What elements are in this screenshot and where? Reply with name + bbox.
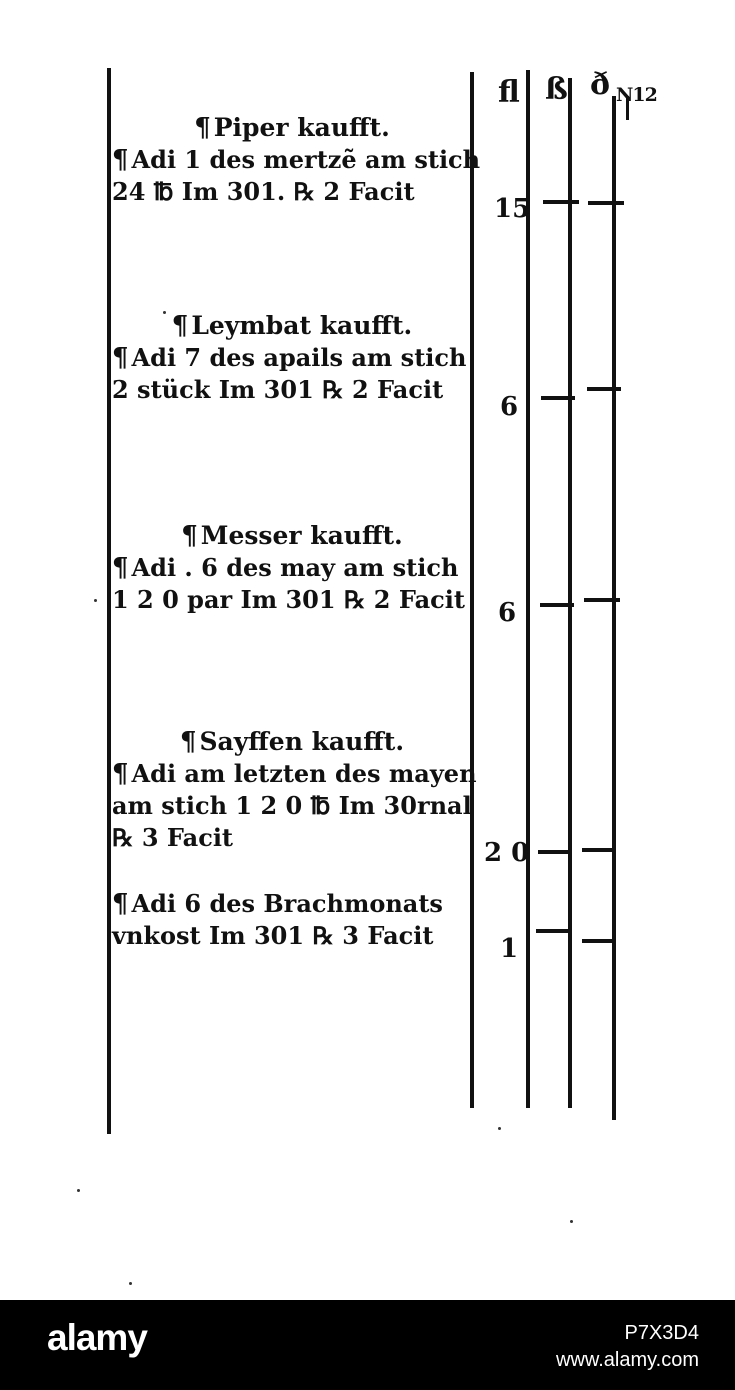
watermark-footer <box>0 1300 735 1390</box>
pilcrow-icon: ¶ <box>194 113 211 143</box>
entry-line: 2 stück Im 301 ℞ 2 Facit <box>112 375 444 404</box>
pilcrow-icon: ¶ <box>112 145 129 175</box>
entry-amount: 6 <box>500 392 519 422</box>
right-margin-rule <box>612 96 616 1120</box>
entry-line: ¶Adi 1 des mertzẽ am stich <box>112 145 481 175</box>
entry-line: ¶Adi 6 des Brachmonats <box>112 889 443 919</box>
entry-heading: ¶Leymbat kaufft. <box>171 311 413 341</box>
entry-line: 24 ℔ Im 301. ℞ 2 Facit <box>112 177 415 206</box>
denar-column-rule <box>568 78 572 1108</box>
left-margin-rule <box>107 68 111 1134</box>
pilcrow-icon: ¶ <box>112 343 129 373</box>
ink-speck <box>94 599 97 602</box>
pilcrow-icon: ¶ <box>181 521 198 551</box>
image-id: P7X3D4 <box>624 1322 700 1344</box>
florin-column-header: fl <box>498 75 520 110</box>
entry-amount: 1 <box>500 934 519 964</box>
schilling-column-header: ß <box>545 72 568 107</box>
schilling-dash <box>541 396 575 400</box>
denar-column-header: ð <box>590 67 611 102</box>
page-number: N12 <box>616 84 658 106</box>
entry-heading: ¶Messer kaufft. <box>181 521 403 551</box>
entry-line: ¶Adi am letzten des mayen <box>112 759 477 789</box>
entry-amount: 15 <box>494 194 531 224</box>
florin-column-rule <box>470 72 474 1108</box>
entry-amount: 6 <box>498 598 517 628</box>
ledger-entry-linen: ¶Leymbat kaufft. ¶Adi 7 des apails am st… <box>112 310 472 406</box>
entry-heading: ¶Sayffen kaufft. <box>179 727 405 757</box>
entry-heading: ¶Piper kaufft. <box>194 113 390 143</box>
schilling-dash <box>538 850 572 854</box>
ledger-entry-pepper: ¶Piper kaufft. ¶Adi 1 des mertzẽ am stic… <box>112 112 481 208</box>
ledger-entry-soap: ¶Sayffen kaufft. ¶Adi am letzten des may… <box>112 726 477 854</box>
ink-speck <box>129 1282 132 1285</box>
ink-speck <box>570 1220 573 1223</box>
ink-speck <box>163 311 166 314</box>
entry-amount: 2 0 <box>484 838 530 868</box>
denar-dash <box>587 387 621 391</box>
denar-dash <box>588 201 624 205</box>
pilcrow-icon: ¶ <box>112 759 129 789</box>
entry-line: ¶Adi . 6 des may am stich <box>112 553 459 583</box>
schilling-column-rule <box>526 70 530 1108</box>
alamy-logo: alamy <box>47 1317 148 1358</box>
pilcrow-icon: ¶ <box>112 553 129 583</box>
entry-line: 1 2 0 par Im 301 ℞ 2 Facit <box>112 585 465 614</box>
denar-dash <box>584 598 620 602</box>
entry-line: ¶Adi 7 des apails am stich <box>112 343 467 373</box>
pilcrow-icon: ¶ <box>112 889 129 919</box>
ink-speck <box>77 1189 80 1192</box>
schilling-dash <box>540 603 574 607</box>
entry-line: ℞ 3 Facit <box>112 823 234 852</box>
denar-dash <box>582 848 616 852</box>
ledger-entry-expenses: ¶Adi 6 des Brachmonats vnkost Im 301 ℞ 3… <box>112 888 472 952</box>
ink-speck <box>498 1127 501 1130</box>
pilcrow-icon: ¶ <box>179 727 197 757</box>
ledger-page: fl ß ð N12 ¶Piper kaufft. ¶Adi 1 des mer… <box>77 67 658 1285</box>
schilling-dash <box>536 929 572 933</box>
pilcrow-icon: ¶ <box>171 311 189 341</box>
entry-line: vnkost Im 301 ℞ 3 Facit <box>112 921 434 950</box>
denar-dash <box>582 939 616 943</box>
schilling-dash <box>543 200 579 204</box>
entry-line: am stich 1 2 0 ℔ Im 30rnal <box>112 791 472 820</box>
page-number-rule <box>626 96 629 120</box>
site-url: www.alamy.com <box>556 1349 699 1371</box>
ledger-entry-knives: ¶Messer kaufft. ¶Adi . 6 des may am stic… <box>112 520 472 616</box>
